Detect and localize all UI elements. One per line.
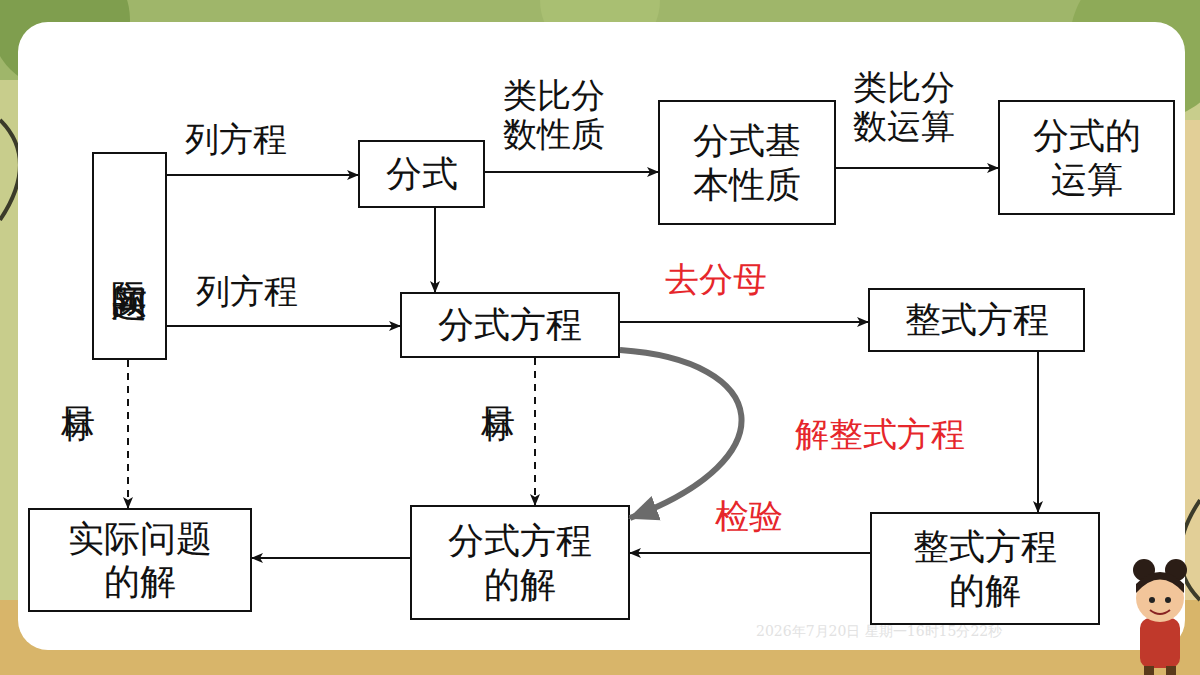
process-box: 实际问题 的解 — [28, 508, 252, 612]
arrow-connector — [252, 557, 410, 559]
arrow-connector — [630, 552, 870, 554]
process-box: 分式方程 — [400, 292, 620, 358]
character-eye — [1149, 597, 1155, 603]
character-body — [1140, 618, 1180, 668]
node-text: 实际问题 的解 — [60, 517, 220, 603]
arrow-connector — [1037, 352, 1039, 512]
process-box: 分式的 运算 — [998, 100, 1175, 215]
character-leg — [1144, 666, 1154, 675]
character-mouth — [1150, 610, 1170, 614]
process-box: 分式基 本性质 — [658, 100, 836, 225]
edge-label: 检验 — [715, 497, 783, 536]
edge-label: 目标 — [58, 380, 97, 384]
cartoon-character — [1118, 548, 1200, 675]
process-box: 整式方程 — [868, 288, 1085, 352]
process-box: 分式方程 的解 — [410, 505, 630, 620]
dashed-arrow — [127, 360, 129, 508]
dashed-arrow — [534, 358, 536, 505]
character-eye — [1165, 597, 1171, 603]
curved-arrow — [620, 350, 742, 518]
character-hair — [1136, 572, 1184, 593]
node-text: 实际问题 — [108, 252, 151, 260]
arrow-connector — [434, 208, 436, 292]
edge-label: 去分母 — [665, 260, 767, 299]
arrow-connector — [485, 171, 658, 173]
process-box: 整式方程 的解 — [870, 512, 1100, 625]
edge-label: 目标 — [478, 380, 517, 384]
arrow-connector — [167, 174, 358, 176]
node-text: 分式的 运算 — [1027, 114, 1147, 200]
character-leg — [1166, 666, 1176, 675]
node-text: 分式 — [386, 152, 458, 195]
edge-label: 类比分 数运算 — [853, 68, 978, 146]
edge-label: 解整式方程 — [795, 415, 965, 454]
node-text: 整式方程 的解 — [905, 525, 1065, 611]
arrow-connector — [836, 167, 998, 169]
node-text: 整式方程 — [905, 298, 1049, 341]
process-box: 实际问题 — [92, 152, 167, 360]
node-text: 分式方程 — [438, 303, 582, 346]
node-text: 分式基 本性质 — [687, 119, 807, 205]
edge-label: 类比分 数性质 — [503, 76, 628, 154]
watermark-text: 2026年7月20日 星期一16时15分22秒 — [756, 623, 1002, 641]
edge-label: 列方程 — [185, 120, 287, 159]
arrow-connector — [167, 325, 400, 327]
process-box: 分式 — [358, 140, 485, 208]
edge-label: 列方程 — [196, 272, 298, 311]
vine-line — [0, 120, 20, 220]
arrow-connector — [620, 321, 868, 323]
node-text: 分式方程 的解 — [440, 519, 600, 605]
